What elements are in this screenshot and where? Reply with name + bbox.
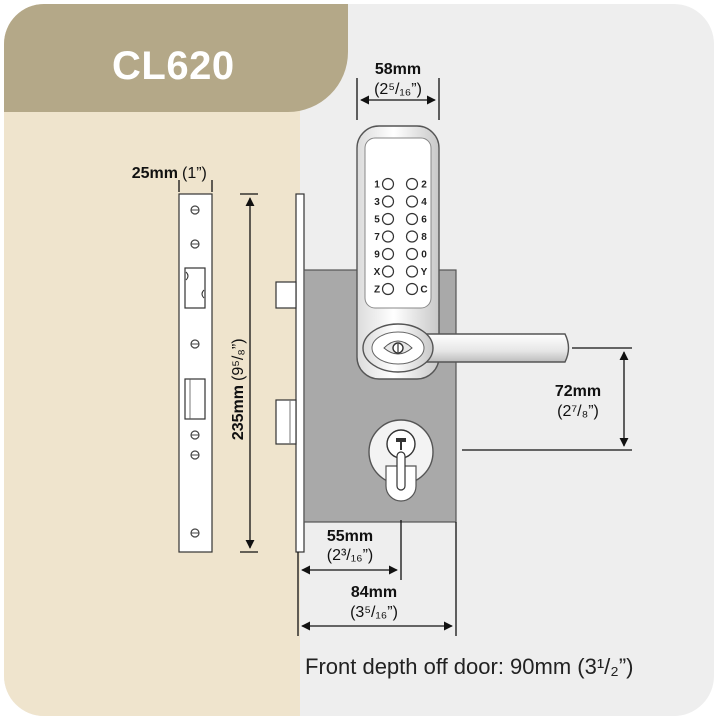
keypad-label: C — [420, 285, 427, 296]
keypad-button-6 — [405, 212, 419, 226]
height-metric: 235mm — [230, 385, 247, 440]
key-icon — [396, 438, 406, 450]
keypad-button-5 — [381, 212, 395, 226]
lock-width-metric: 58mm — [375, 61, 421, 78]
keypad-label: 9 — [374, 250, 380, 261]
latch-opening — [184, 267, 206, 309]
keypad-label: Z — [374, 285, 380, 296]
latch-bolt — [275, 281, 297, 309]
keypad-button-z — [381, 282, 395, 296]
keypad-label: 7 — [374, 232, 380, 243]
faceplate-screw-icon — [190, 205, 200, 538]
body-width-metric: 84mm — [351, 584, 397, 601]
keypad-button-8 — [405, 230, 419, 243]
cylinder — [368, 419, 434, 502]
faceplate-width-metric: 25mm — [132, 165, 178, 182]
title-tab — [4, 4, 348, 112]
keypad-button-3 — [381, 195, 395, 208]
keypad-label: 6 — [421, 215, 427, 226]
body-width-imperial: (3⁵/₁₆”) — [350, 604, 398, 621]
keypad-button-0 — [405, 247, 419, 261]
keypad-button-1 — [381, 177, 395, 191]
lock-width-imperial: (2⁵/₁₆”) — [374, 81, 422, 98]
keypad-button-y — [405, 265, 419, 278]
lever-handle — [362, 323, 570, 373]
keypad-buttons: 1 2 3 4 5 6 7 8 9 0X Y Z C — [374, 177, 428, 296]
backset-imperial: (2³/₁₆”) — [327, 547, 374, 564]
product-title: CL620 — [112, 44, 235, 88]
faceplate-width-imperial: (1”) — [182, 165, 207, 182]
keypad-label: 2 — [421, 180, 427, 191]
handle-drop-metric: 72mm — [555, 383, 601, 400]
keypad-button-x — [381, 265, 395, 278]
keypad-label: 5 — [374, 215, 380, 226]
faceplate — [178, 193, 213, 553]
keypad-label: X — [374, 267, 381, 278]
dead-bolt — [275, 399, 297, 445]
height-imperial: (9⁵/₈”) — [230, 338, 247, 381]
keypad-button-7 — [381, 230, 395, 243]
front-depth-note: Front depth off door: 90mm (3¹/₂”) — [305, 654, 634, 679]
backset-metric: 55mm — [327, 528, 373, 545]
keypad-button-c — [405, 282, 419, 296]
handle-drop-imperial: (2⁷/₈”) — [557, 403, 599, 420]
keypad-label: 8 — [421, 232, 427, 243]
keypad-label: 0 — [421, 250, 427, 261]
keypad-label: 4 — [421, 197, 427, 208]
bolt-opening — [184, 378, 206, 420]
keypad-label: Y — [421, 267, 428, 278]
keypad-label: 3 — [374, 197, 380, 208]
keypad-button-9 — [381, 247, 395, 261]
keypad-label: 1 — [374, 180, 380, 191]
keypad-button-4 — [405, 195, 419, 208]
keypad-button-2 — [405, 177, 419, 191]
